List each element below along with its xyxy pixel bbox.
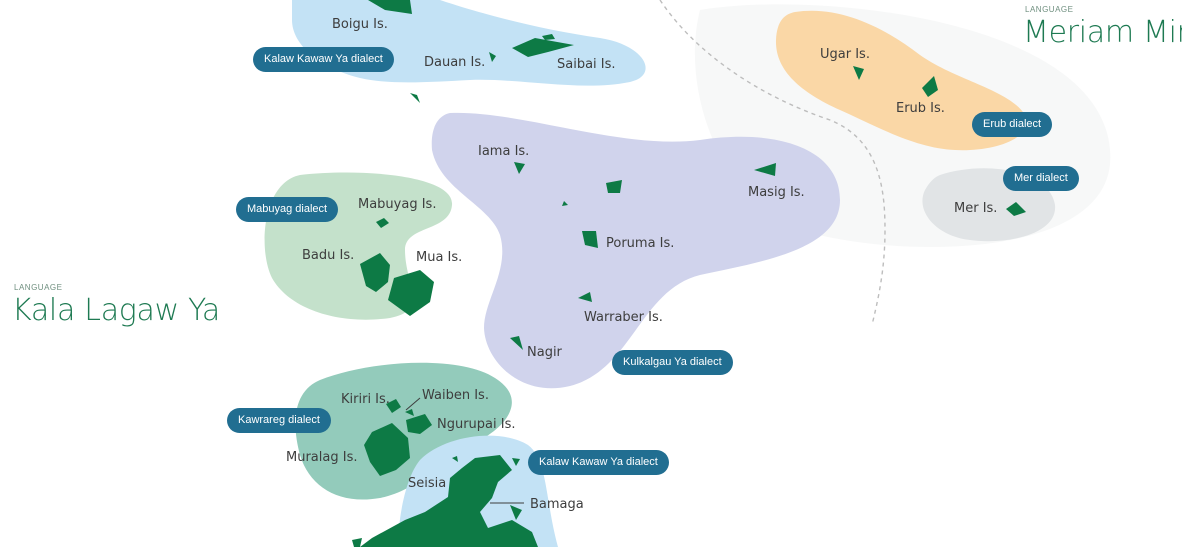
island-mua [388,270,434,316]
language-boundary-line [659,0,886,326]
island-kiriri [386,399,401,413]
label-dauan: Dauan Is. [424,55,485,70]
island-poruma [582,231,598,248]
language-kicker-right: LANGUAGE [1025,5,1074,14]
language-kicker-left: LANGUAGE [14,283,63,292]
region-kalaw-kawaw-ya-top [292,0,646,86]
label-muralag: Muralag Is. [286,450,357,465]
island-saibai [512,38,574,57]
language-title-meriam-mir: Meriam Mir [1023,15,1182,50]
label-mabuyag: Mabuyag Is. [358,197,436,212]
label-saibai: Saibai Is. [557,57,616,72]
dialect-erub[interactable]: Erub dialect [972,112,1053,137]
label-bamaga: Bamaga [530,497,584,512]
label-mua: Mua Is. [416,250,462,265]
island-muralag [364,423,410,476]
label-nagir: Nagir [527,345,563,360]
island-erub [922,76,938,97]
island-warraber [578,292,592,302]
island-iama [514,162,525,174]
dialect-mer[interactable]: Mer dialect [1003,166,1079,191]
label-seisia: Seisia [408,476,446,491]
island-dauan [489,52,496,62]
island-yorke [606,180,622,193]
dialect-kulkalgau-ya[interactable]: Kulkalgau Ya dialect [612,350,733,375]
label-boigu: Boigu Is. [332,17,388,32]
island-mabuyag [376,218,389,228]
islands [352,0,1026,547]
label-poruma: Poruma Is. [606,236,674,251]
island-nagir [510,336,523,350]
label-warraber: Warraber Is. [584,310,663,325]
label-badu: Badu Is. [302,248,354,263]
island-badu [360,253,390,292]
label-erub: Erub Is. [896,101,945,116]
label-ngurupai: Ngurupai Is. [437,417,516,432]
island-small-3 [512,458,520,466]
leader-waiben [405,397,421,411]
dialect-kalaw-kawaw-ya-bottom[interactable]: Kalaw Kawaw Ya dialect [528,450,669,475]
island-boigu [368,0,412,14]
label-masig: Masig Is. [748,185,805,200]
label-iama: Iama Is. [478,144,529,159]
island-saibai-islet [542,34,555,40]
label-waiben: Waiben Is. [422,388,489,403]
island-small-5 [352,538,362,547]
label-ugar: Ugar Is. [820,47,870,62]
island-small-4 [510,505,522,520]
island-ugar [853,66,864,80]
region-kawrareg [295,362,512,500]
dialect-mabuyag[interactable]: Mabuyag dialect [236,197,339,222]
region-kulkalgau-ya [431,112,840,389]
cape-york-mainland [360,455,538,547]
island-small-2 [452,456,458,462]
region-erub [775,10,1027,151]
island-waiben [405,409,414,416]
island-turnagain [410,93,420,103]
dialect-kawrareg[interactable]: Kawrareg dialect [227,408,331,433]
label-kiriri: Kiriri Is. [341,392,390,407]
island-ngurupai [406,414,432,434]
island-small-1 [562,201,568,206]
dialect-kalaw-kawaw-ya-top[interactable]: Kalaw Kawaw Ya dialect [253,47,394,72]
island-masig [754,163,776,176]
label-mer: Mer Is. [954,201,997,216]
island-mer [1006,202,1026,216]
language-title-kala-lagaw-ya: Kala Lagaw Ya [12,293,221,328]
